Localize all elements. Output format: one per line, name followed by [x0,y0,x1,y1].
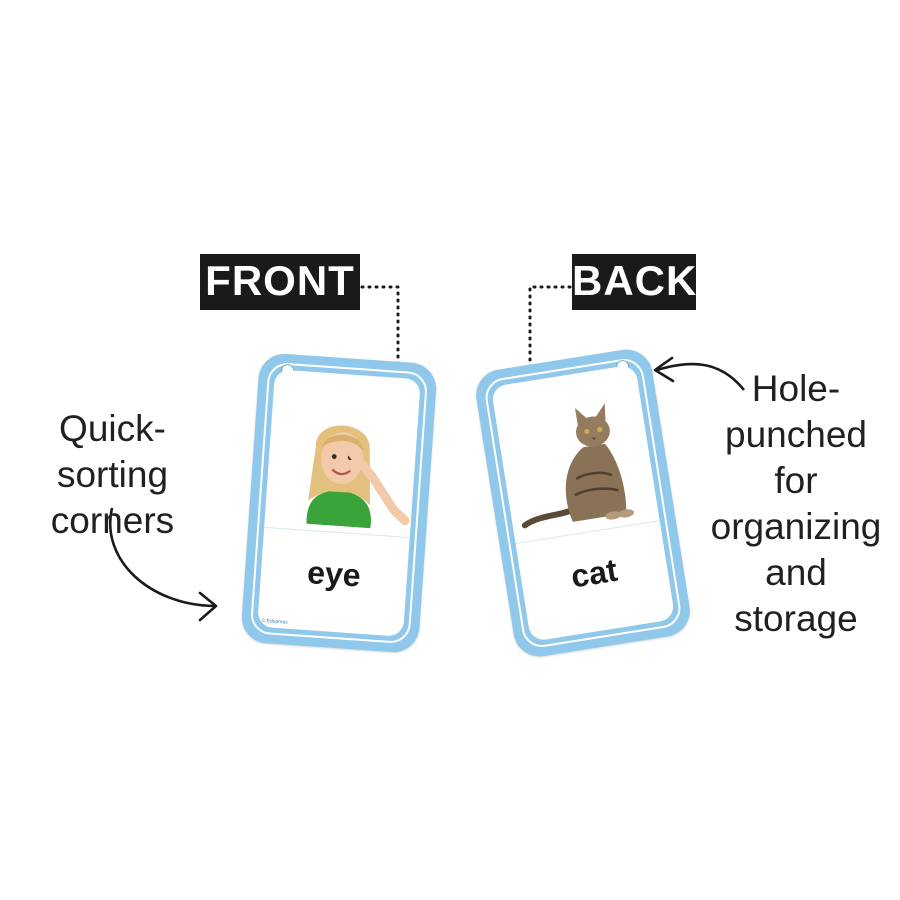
front-card: eye © Edupress [240,352,438,654]
hole-callout: Hole- punched for organizing and storage [702,366,890,642]
brand-mark: © Edupress [261,617,288,626]
back-card: cat [472,345,694,661]
corners-callout-line-1: Quick-sorting [56,408,169,495]
back-connector-line [528,285,572,372]
card-face: eye © Edupress [257,369,421,637]
girl-pointing-at-eye-icon [306,425,410,529]
corners-callout: Quick-sorting corners [10,406,215,544]
hole-callout-line-2: punched for [725,414,867,501]
hole-arrow-icon [653,356,746,391]
hole-callout-line-4: and storage [734,552,858,639]
front-label: FRONT [200,254,360,310]
back-card-word: cat [568,551,620,595]
front-card-word: eye [306,554,362,594]
tabby-cat-sitting-icon [521,403,635,529]
hole-callout-line-1: Hole- [751,368,841,409]
card-face: cat [490,364,676,642]
back-label: BACK [572,254,696,310]
front-connector-line [360,285,400,376]
hole-callout-line-3: organizing [710,506,882,547]
corner-arrow-icon [109,507,218,622]
corners-callout-line-2: corners [50,500,175,541]
